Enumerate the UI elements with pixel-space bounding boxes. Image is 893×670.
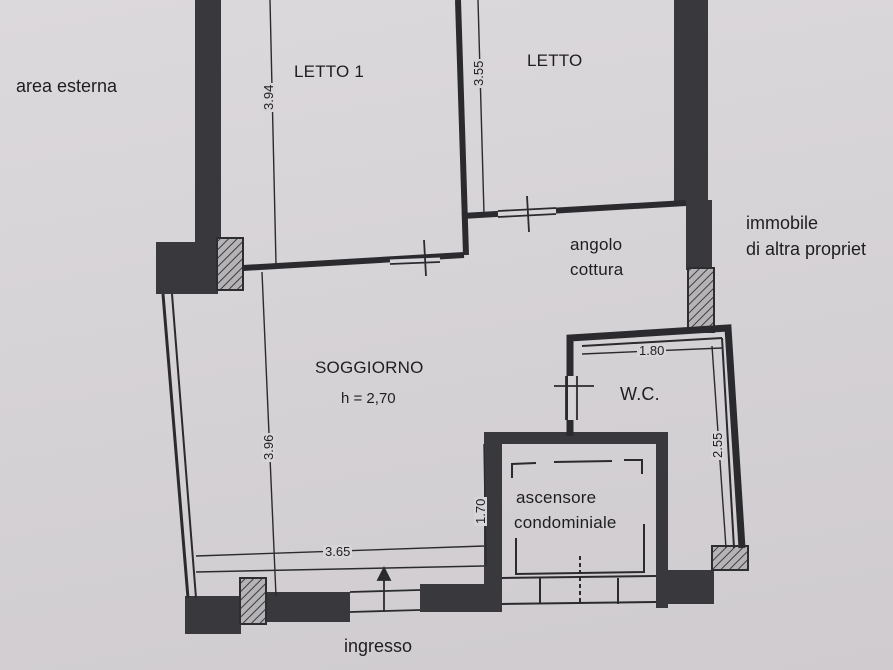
wall-bottom-right-block bbox=[664, 570, 714, 604]
entrance-label: ingresso bbox=[344, 636, 413, 656]
entry-line bbox=[195, 565, 485, 573]
dim-label-bath-depth: 2.55 bbox=[710, 430, 725, 460]
pillar-bottom-left bbox=[239, 577, 267, 625]
elevator-cabin bbox=[501, 459, 657, 605]
wall-bottom-mid bbox=[266, 592, 350, 622]
wall-elevator-left bbox=[484, 432, 502, 608]
wall-bedroom1-left bbox=[195, 0, 221, 244]
door-bedroom1 bbox=[389, 257, 441, 265]
pillar-right bbox=[687, 267, 715, 333]
door-entrance bbox=[349, 589, 421, 593]
room-label-bedroom1: LETTO 1 bbox=[294, 62, 365, 81]
living-left-frame-inner bbox=[171, 293, 197, 599]
room-label-bedroom2: LETTO bbox=[527, 51, 583, 70]
outside-right-label-line1: immobile bbox=[746, 213, 819, 233]
living-left-frame-outer bbox=[161, 293, 190, 599]
room-label-living-height: h = 2,70 bbox=[341, 390, 396, 407]
wall-elevator-right bbox=[656, 432, 668, 608]
room-label-elevator-line1: ascensore bbox=[516, 488, 597, 507]
dim-label-bedroom1: 3.94 bbox=[261, 82, 276, 112]
wall-bottom-left bbox=[185, 596, 241, 634]
wall-living-left-block bbox=[156, 242, 218, 294]
thin-walls bbox=[161, 0, 746, 599]
room-label-kitchen-line1: angolo bbox=[570, 235, 623, 254]
dim-line-bedroom2 bbox=[477, 0, 485, 215]
room-label-bathroom: W.C. bbox=[620, 384, 660, 404]
dim-label-living-width: 3.65 bbox=[323, 544, 353, 559]
dim-label-entry: 1.70 bbox=[473, 496, 488, 526]
room-label-elevator-line2: condominiale bbox=[514, 513, 617, 532]
outside-left-label: area esterna bbox=[16, 76, 118, 96]
wall-bathroom-inner bbox=[581, 337, 723, 347]
dim-label-bath-width: 1.80 bbox=[637, 343, 667, 358]
wall-bathroom-right-inner bbox=[721, 337, 735, 549]
room-label-living: SOGGIORNO bbox=[315, 358, 424, 377]
walls bbox=[156, 0, 714, 634]
wall-bedrooms-divider bbox=[455, 0, 469, 256]
wall-bedroom2-bottom bbox=[461, 200, 687, 219]
outside-right-label-line2: di altra propriet bbox=[746, 239, 867, 259]
dim-label-living-depth: 3.96 bbox=[261, 432, 276, 462]
pillars bbox=[216, 237, 749, 625]
dim-label-bedroom2: 3.55 bbox=[471, 58, 486, 88]
dim-line-bedroom1 bbox=[269, 0, 277, 265]
wall-bedroom2-right bbox=[674, 0, 708, 206]
wall-elevator-top bbox=[484, 432, 668, 444]
wall-kitchen-right bbox=[686, 200, 712, 270]
room-label-kitchen-line2: cottura bbox=[570, 260, 624, 279]
door-bedroom2 bbox=[497, 208, 557, 217]
pillar-bottom-right bbox=[711, 545, 749, 571]
pillar-top-left bbox=[216, 237, 244, 291]
doors bbox=[349, 195, 594, 613]
